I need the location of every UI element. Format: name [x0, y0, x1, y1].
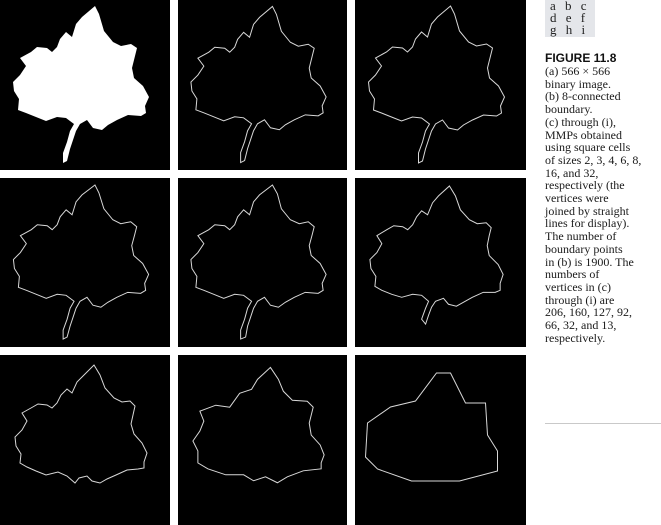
panel-key-row: g h i — [550, 22, 589, 37]
mmp-outline — [367, 5, 506, 164]
panel-c-mmp-cell-2 — [355, 0, 526, 170]
panel-e-mmp-cell-4 — [178, 178, 347, 347]
panel-key-row: d e f — [550, 10, 589, 25]
caption-line: in (b) is 1900. The — [545, 254, 634, 269]
mmp-outline — [14, 364, 148, 484]
mmp-outline — [12, 184, 150, 340]
figure-panel-grid — [0, 0, 526, 525]
panel-g-mmp-cell-8 — [0, 355, 170, 525]
caption-line: boundary points — [545, 241, 623, 256]
caption-divider — [545, 423, 661, 424]
caption-line: The number of — [545, 229, 617, 244]
panel-d-mmp-cell-3 — [0, 178, 170, 347]
caption-line: respectively. — [545, 330, 606, 345]
caption-line: 16, and 32, — [545, 165, 599, 180]
mmp-outline — [192, 366, 325, 484]
panel-key-row: a b c — [550, 0, 590, 13]
caption-line: through (i) are — [545, 292, 615, 307]
panel-f-mmp-cell-6 — [355, 178, 526, 347]
caption-line: vertices were — [545, 191, 609, 206]
caption-line: respectively (the — [545, 178, 625, 193]
caption-line: boundary. — [545, 102, 593, 117]
mmp-outline — [369, 185, 504, 326]
panel-b-8-connected-boundary — [178, 0, 347, 170]
panel-h-mmp-cell-16 — [178, 355, 347, 525]
caption-line: (b) 8-connected — [545, 89, 621, 104]
caption-line: joined by straight — [545, 203, 629, 218]
caption-line: vertices in (c) — [545, 279, 611, 294]
mmp-outline — [190, 184, 327, 340]
caption-line: using square cells — [545, 140, 631, 155]
caption-line: numbers of — [545, 267, 600, 282]
caption-line: binary image. — [545, 76, 611, 91]
leaf-silhouette-image — [13, 6, 149, 163]
panel-a-binary-leaf — [0, 0, 170, 170]
mmp-outline — [364, 372, 498, 482]
panel-i-mmp-cell-32 — [355, 355, 526, 525]
caption-line: 206, 160, 127, 92, — [545, 305, 632, 320]
caption-line: 66, 32, and 13, — [545, 318, 617, 333]
caption-line: of sizes 2, 3, 4, 6, 8, — [545, 152, 642, 167]
caption-line: lines for display). — [545, 216, 630, 231]
caption-line: (c) through (i), — [545, 114, 616, 129]
figure-label: FIGURE 11.8 — [545, 51, 617, 65]
caption-line: MMPs obtained — [545, 127, 623, 142]
boundary-outline — [190, 5, 327, 164]
caption-line: (a) 566 × 566 — [545, 64, 611, 78]
